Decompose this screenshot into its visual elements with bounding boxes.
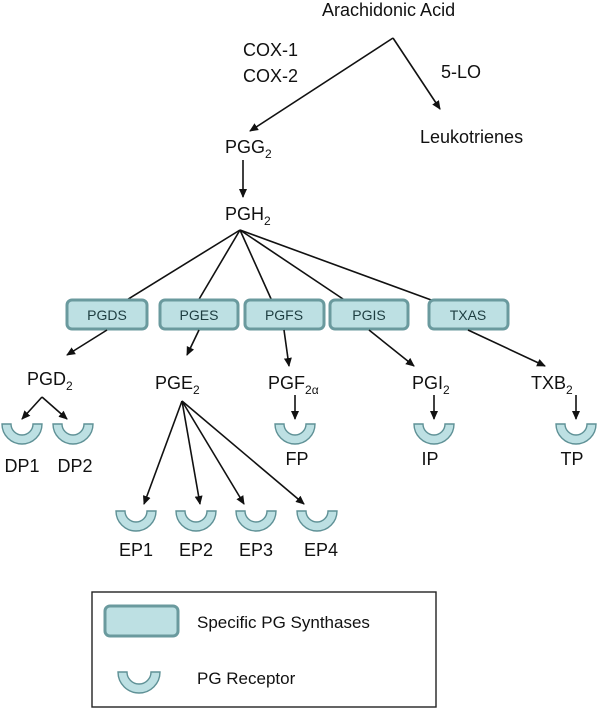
line-pgh2-pges	[197, 229, 241, 302]
receptor-label-fp: FP	[285, 449, 308, 469]
synthase-label-pgis: PGIS	[352, 307, 385, 323]
line-pgh2-pgfs	[239, 229, 273, 302]
receptor-icon-ep4	[296, 510, 338, 532]
cox2-label: COX-2	[243, 66, 298, 86]
arrow-pgds-to-pgd2	[66, 329, 108, 356]
arrow-aa-to-pgg2	[249, 37, 394, 132]
receptor-label-ip: IP	[421, 449, 438, 469]
arrow-pgis-to-pgi2	[368, 329, 415, 367]
synthase-box-pgis	[328, 298, 410, 331]
receptor-icon-ep2	[175, 510, 217, 532]
synthase-box-pgfs	[243, 298, 326, 331]
receptor-label-dp2: DP2	[57, 456, 92, 476]
receptor-icon-ep3	[235, 510, 277, 532]
pgh2-label: PGH2	[225, 204, 271, 228]
line-pgh2-pgds	[124, 229, 241, 302]
legend-receptor-label: PG Receptor	[197, 669, 296, 688]
arrow-pge2-to-ep1	[143, 400, 183, 505]
arrow-aa-to-leukotrienes	[392, 37, 441, 110]
arrow-pges-to-pge2	[186, 329, 200, 356]
receptor-label-ep4: EP4	[304, 540, 338, 560]
receptor-icon-tp	[555, 423, 597, 445]
arrow-pge2-to-ep3	[181, 400, 245, 505]
line-pgh2-pgis	[239, 229, 347, 302]
pgg2-label: PGG2	[225, 137, 272, 161]
receptor-icon-fp	[274, 423, 316, 445]
pge2-label: PGE2	[155, 373, 200, 397]
pgd2-label: PGD2	[27, 369, 73, 393]
synthase-label-txas: TXAS	[450, 307, 487, 323]
arachidonic-acid-label: Arachidonic Acid	[322, 0, 455, 20]
arrow-pgd2-to-dp1	[21, 396, 43, 420]
line-pgh2-txas	[239, 229, 435, 302]
legend-receptor-icon	[117, 671, 161, 694]
receptor-label-ep1: EP1	[119, 540, 153, 560]
legend-synthase-swatch	[103, 604, 180, 638]
arrow-txas-to-txb2	[467, 329, 546, 367]
pgf2a-label: PGF2α	[268, 373, 319, 397]
receptor-label-ep3: EP3	[239, 540, 273, 560]
five-lo-label: 5-LO	[441, 62, 481, 82]
arrow-pge2-to-ep4	[181, 400, 305, 505]
arrow-pge2-to-ep2	[181, 400, 203, 505]
synthase-label-pgds: PGDS	[87, 307, 127, 323]
receptor-icon-dp2	[52, 423, 94, 445]
receptor-icon-ip	[413, 423, 455, 445]
receptor-label-ep2: EP2	[179, 540, 213, 560]
receptor-label-tp: TP	[560, 449, 583, 469]
receptor-label-dp1: DP1	[4, 456, 39, 476]
pgi2-label: PGI2	[412, 373, 450, 397]
synthase-box-pges	[158, 298, 240, 331]
leukotrienes-label: Leukotrienes	[420, 127, 523, 147]
cox1-label: COX-1	[243, 40, 298, 60]
legend-synthase-label: Specific PG Synthases	[197, 613, 370, 632]
arrow-pgd2-to-dp2	[41, 396, 68, 420]
receptor-icon-dp1	[1, 423, 43, 445]
arrow-pgfs-to-pgf2a	[283, 329, 292, 367]
synthase-label-pgfs: PGFS	[265, 307, 303, 323]
txb2-label: TXB2	[531, 373, 573, 397]
receptor-icon-ep1	[115, 510, 157, 532]
synthase-box-pgds	[65, 298, 149, 331]
synthase-label-pges: PGES	[180, 307, 219, 323]
synthase-box-txas	[427, 298, 510, 331]
